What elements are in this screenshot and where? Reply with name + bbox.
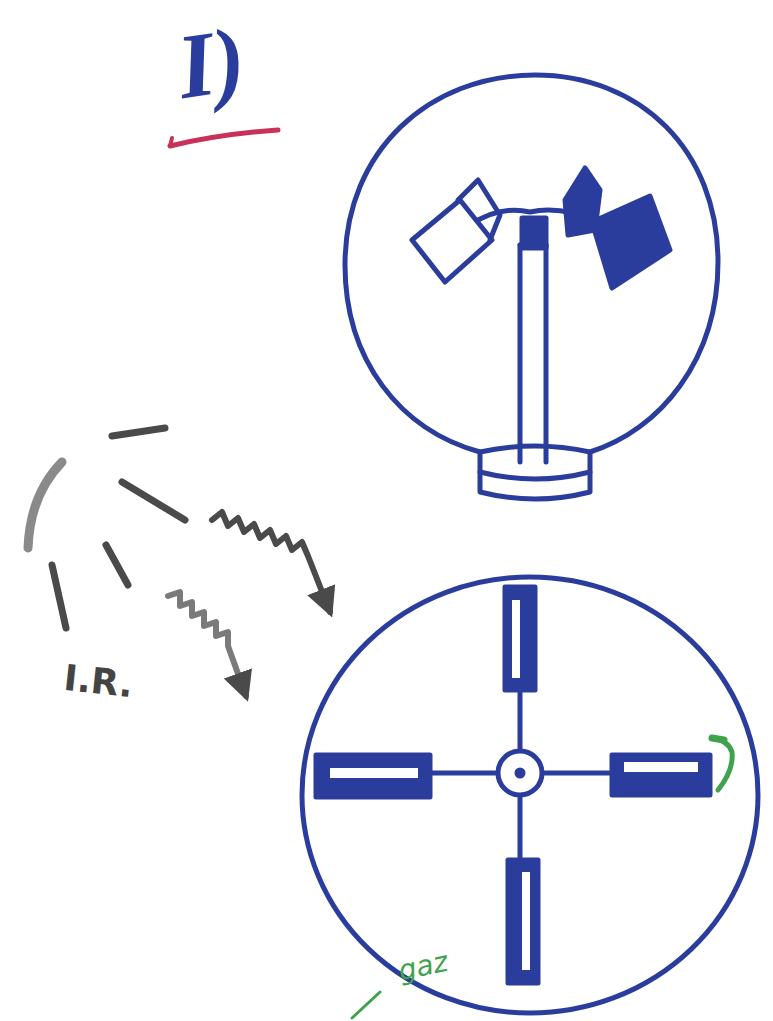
pivot-dot: [517, 770, 523, 776]
heading-underline-tick: [170, 138, 172, 146]
base-rim: [480, 472, 590, 479]
black-vane: [592, 196, 670, 288]
arm: [542, 771, 612, 776]
infrared-arrow: [168, 592, 246, 696]
gas-push-mark: [712, 738, 732, 790]
ray: [122, 482, 185, 520]
vane-face: [624, 762, 698, 772]
lamp-arc: [28, 462, 62, 548]
vane: [612, 755, 710, 795]
radiometer-top-view: [302, 577, 758, 1013]
light-source: [28, 428, 185, 628]
arm: [430, 771, 498, 776]
bulb-base: [480, 446, 590, 499]
ray: [112, 428, 165, 436]
vane-face: [512, 600, 520, 678]
ray: [52, 565, 66, 628]
vane: [508, 860, 538, 983]
radiometer-side-view: [345, 75, 718, 499]
ray: [106, 545, 128, 585]
gas-push-mark: [712, 738, 724, 740]
section-heading: I): [172, 13, 251, 113]
heading-underline: [170, 130, 278, 146]
stem: [544, 245, 549, 462]
gas-label: gaz: [396, 948, 450, 986]
pivot: [522, 218, 546, 248]
arm: [518, 690, 523, 750]
hub: [498, 751, 542, 795]
radiation-arrow: [212, 512, 330, 612]
vane: [505, 587, 535, 690]
white-vane: [412, 200, 492, 282]
stem: [518, 245, 523, 462]
gas-leader: [352, 992, 380, 1018]
glass-bulb: [345, 75, 718, 452]
vane-face: [522, 872, 530, 970]
vane: [316, 755, 430, 797]
white-vane-edge: [458, 180, 500, 240]
arm: [518, 795, 523, 860]
glass-bulb: [302, 577, 758, 1013]
infrared-label: I.R.: [62, 660, 135, 703]
vane-face: [330, 768, 418, 778]
